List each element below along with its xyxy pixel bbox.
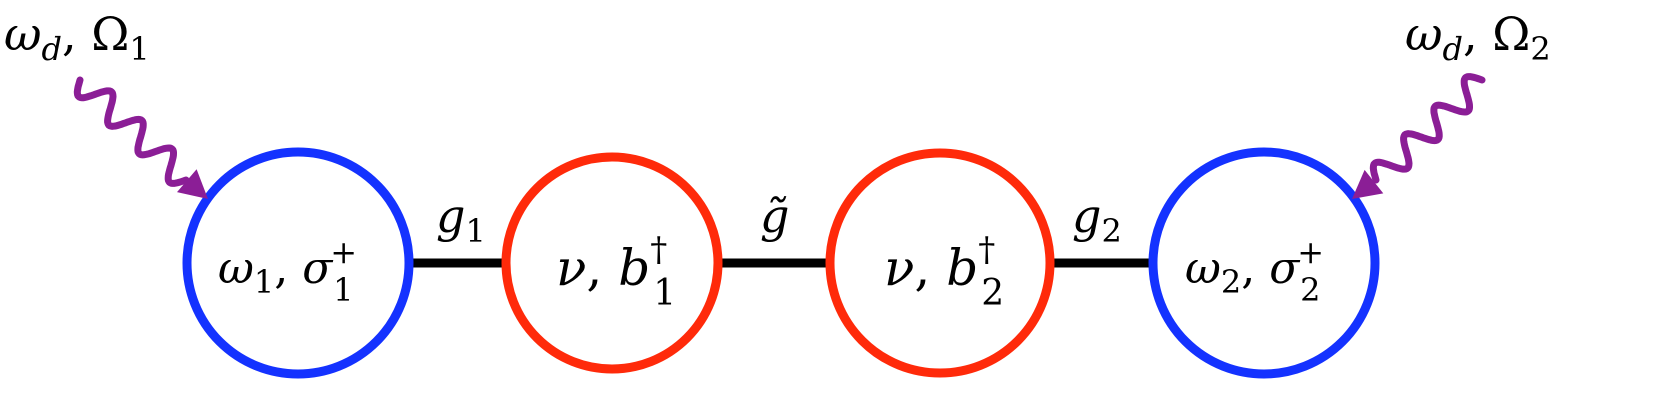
node-label-1: ω1, σ+1 xyxy=(218,233,357,309)
coupling-label-g2: g2 xyxy=(1072,189,1122,250)
node-label-4: ω2, σ+2 xyxy=(1185,233,1324,309)
mechanical-node-1 xyxy=(501,152,723,374)
emitter-node-1 xyxy=(182,147,414,379)
drive-label-1: ωd, Ω1 xyxy=(4,7,150,68)
coupling-label-g1: g1 xyxy=(436,189,486,250)
coupling-label-gtilde: g̃ xyxy=(760,189,789,243)
drive-arrowhead-right xyxy=(1352,169,1384,199)
drive-wave-right xyxy=(1369,73,1486,184)
node-label-3: ν, b†2 xyxy=(884,230,1004,314)
emitter-node-2 xyxy=(1148,147,1380,379)
drive-arrowhead-left xyxy=(177,169,208,199)
node-label-2: ν, b†1 xyxy=(556,230,676,314)
mechanical-node-2 xyxy=(825,148,1055,378)
drive-wave-left xyxy=(73,76,190,187)
drive-label-2: ωd, Ω2 xyxy=(1405,7,1551,68)
